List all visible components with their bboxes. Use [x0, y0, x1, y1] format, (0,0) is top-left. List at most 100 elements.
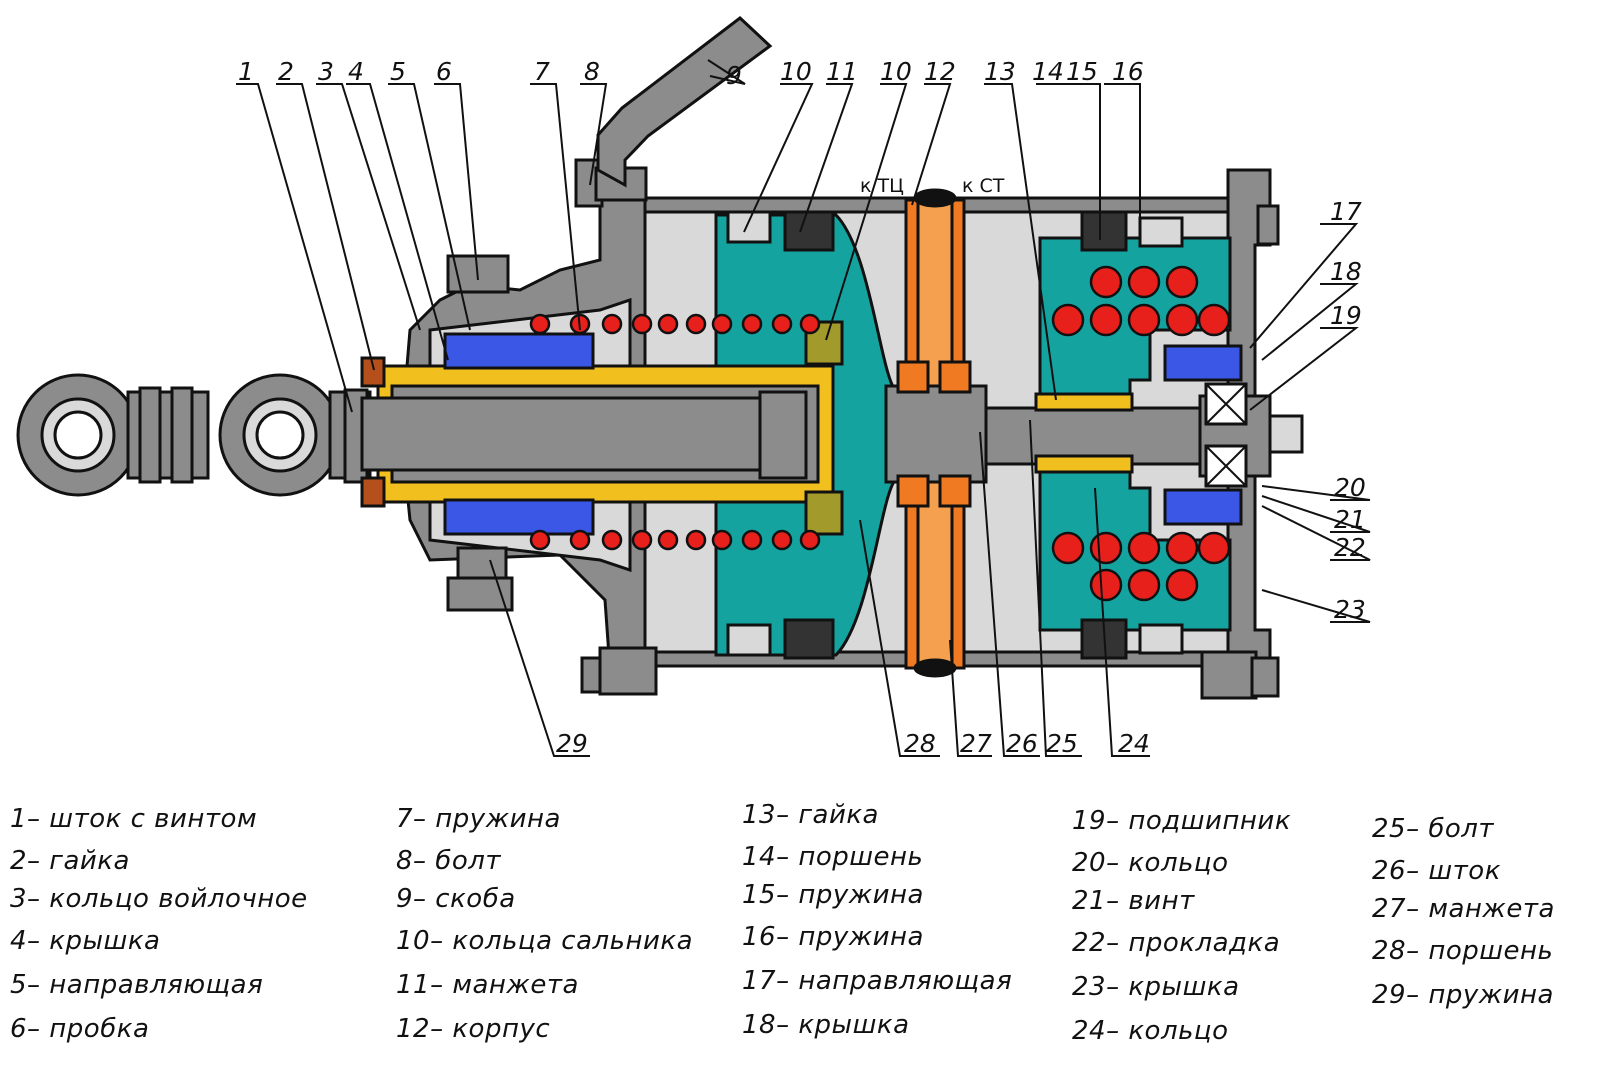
legend-item: 20– кольцо [1072, 848, 1229, 878]
spring-coil [1165, 303, 1199, 337]
spring-coil [1089, 531, 1123, 565]
piston-rod [360, 356, 808, 508]
spring-coil [1127, 303, 1161, 337]
legend-item: 4– крышка [10, 926, 161, 956]
callout-28: 28 [904, 729, 936, 758]
spring-coil [601, 529, 623, 551]
spring-coil [1089, 303, 1123, 337]
eye-fitting-detached [16, 373, 210, 497]
spring-coil [1165, 531, 1199, 565]
callout-12: 12 [924, 57, 956, 86]
legend-item: 26– шток [1372, 856, 1501, 886]
port-label-tc: к ТЦ [860, 175, 904, 197]
callout-11: 11 [826, 57, 858, 86]
spring-coil [1127, 568, 1161, 602]
callout-8: 8 [584, 57, 600, 86]
callout-14: 14 [1032, 57, 1064, 86]
leader-lines [236, 59, 1371, 757]
callout-3: 3 [318, 57, 334, 86]
spring-coil [631, 313, 653, 335]
callout-1: 1 [238, 57, 254, 86]
callout-6: 6 [436, 57, 452, 86]
legend-item: 15– пружина [742, 880, 924, 910]
callout-19: 19 [1330, 301, 1362, 330]
bracket-handle [596, 16, 773, 188]
spring-coil [1197, 303, 1231, 337]
spring-coil [741, 529, 763, 551]
legend-item: 17– направляющая [742, 966, 1013, 996]
spring-coil [799, 313, 821, 335]
callout-7: 7 [534, 57, 550, 86]
legend-item: 13– гайка [742, 800, 879, 830]
legend-item: 18– крышка [742, 1010, 910, 1040]
legend-item: 14– поршень [742, 842, 924, 872]
callout-25: 25 [1046, 729, 1078, 758]
callout-numbers: 1 2 3 4 5 6 7 8 9 10 11 10 12 13 14 15 1… [238, 57, 1366, 758]
spring-coil [1127, 265, 1161, 299]
callout-21: 21 [1334, 505, 1366, 534]
guide-parts [443, 332, 1243, 536]
spring-coil [657, 313, 679, 335]
callout-20: 20 [1334, 473, 1366, 502]
legend-item: 8– болт [396, 846, 502, 876]
legend-item: 10– кольца сальника [396, 926, 693, 956]
center-block [884, 360, 1304, 508]
legend-item: 2– гайка [10, 846, 130, 876]
spring-coil [1165, 265, 1199, 299]
port-label-st: к СТ [962, 175, 1005, 197]
spring-coil [1089, 265, 1123, 299]
legend-item: 3– кольцо войлочное [10, 884, 308, 914]
legend-item: 28– поршень [1372, 936, 1554, 966]
spring-coil [799, 529, 821, 551]
callout-18: 18 [1330, 257, 1362, 286]
legend-item: 7– пружина [396, 804, 561, 834]
callout-17: 17 [1330, 197, 1362, 226]
legend-item: 22– прокладка [1072, 928, 1281, 958]
spring-coil [569, 529, 591, 551]
legend-item: 6– пробка [10, 1014, 150, 1044]
callout-15: 15 [1066, 57, 1098, 86]
legend-item: 16– пружина [742, 922, 924, 952]
spring-piston [1038, 236, 1232, 632]
callout-10b: 10 [880, 57, 912, 86]
callout-24: 24 [1118, 729, 1150, 758]
spring-coil [771, 529, 793, 551]
legend-item: 12– корпус [396, 1014, 551, 1044]
legend-item: 27– манжета [1372, 894, 1555, 924]
spring-coil [711, 529, 733, 551]
legend-item: 1– шток с винтом [10, 804, 258, 834]
spring-coil [1089, 568, 1123, 602]
legend-item: 11– манжета [396, 970, 579, 1000]
legend-item: 21– винт [1072, 886, 1195, 916]
mounting-bolts [574, 158, 1280, 700]
spring-coil [685, 313, 707, 335]
legend-item: 24– кольцо [1072, 1016, 1229, 1046]
spring-coil [1051, 531, 1085, 565]
spring-coil [529, 529, 551, 551]
legend-item: 29– пружина [1372, 980, 1554, 1010]
spring-coil [1197, 531, 1231, 565]
callout-29: 29 [556, 729, 588, 758]
callout-2: 2 [278, 57, 294, 86]
spring-coil [1127, 531, 1161, 565]
legend-item: 25– болт [1372, 814, 1495, 844]
callout-16: 16 [1112, 57, 1144, 86]
legend-item: 9– скоба [396, 884, 516, 914]
spring-coil [529, 313, 551, 335]
callout-13: 13 [984, 57, 1016, 86]
spring-coil [657, 529, 679, 551]
callout-22: 22 [1334, 533, 1366, 562]
callout-23: 23 [1334, 595, 1366, 624]
callout-27: 27 [960, 729, 992, 758]
callout-26: 26 [1006, 729, 1038, 758]
legend-item: 19– подшипник [1072, 806, 1292, 836]
olive-nut [804, 320, 844, 536]
spring-coil [631, 529, 653, 551]
callout-4: 4 [348, 57, 364, 86]
spring-coil [771, 313, 793, 335]
spring-coil [1051, 303, 1085, 337]
callout-9: 9 [726, 61, 742, 90]
legend-item: 5– направляющая [10, 970, 264, 1000]
